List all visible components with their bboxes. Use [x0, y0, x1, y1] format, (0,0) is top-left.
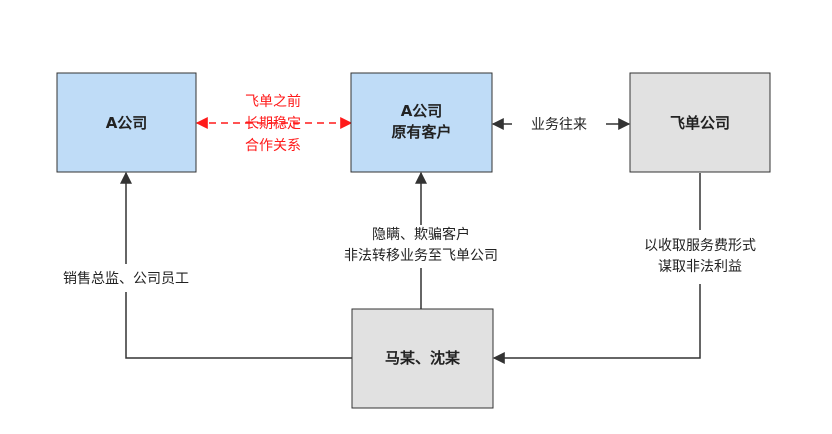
feidan-company-box: [629, 72, 771, 173]
transfer-label-line2: 非法转移业务至飞单公司: [344, 248, 498, 264]
cooperation-label-line1: 飞单之前: [245, 93, 301, 110]
transfer-label-line1: 隐瞒、欺骗客户: [372, 226, 470, 243]
profit-arrow-lower: [492, 284, 701, 364]
original-customer-label-line1: A公司: [401, 102, 443, 120]
profit-label-line1: 以收取服务费形式: [644, 238, 756, 254]
feidan-company-label: 飞单公司: [670, 114, 730, 132]
business-label: 业务往来: [531, 117, 587, 133]
profit-label-line2: 谋取非法利益: [658, 259, 742, 275]
original-customer-box: [350, 72, 493, 173]
cooperation-label-line3: 合作关系: [245, 138, 301, 154]
sales-label: 销售总监、公司员工: [63, 271, 189, 287]
company-a-label: A公司: [106, 114, 148, 132]
ma-shen-label: 马某、沈某: [385, 349, 461, 367]
company-a-box: [56, 72, 197, 173]
sales-arrow-lower: [125, 292, 352, 359]
original-customer-label-line2: 原有客户: [391, 123, 451, 141]
ma-shen-box: [351, 308, 494, 409]
cooperation-label-line2: 长期稳定: [245, 116, 301, 132]
